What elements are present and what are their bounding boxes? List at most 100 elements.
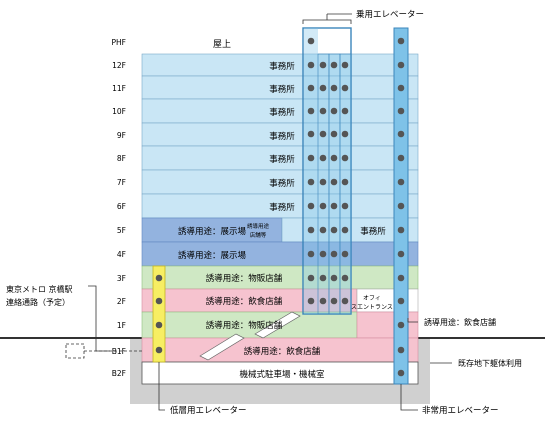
callout-existing-basement: 既存地下躯体利用 bbox=[430, 358, 522, 368]
floor-label-1f: 1F bbox=[117, 321, 126, 330]
emergency-stop-dot bbox=[397, 37, 405, 45]
room-entrance-line1: オフィ bbox=[363, 295, 381, 302]
passenger-stop-dot bbox=[330, 297, 338, 305]
passenger-stop-dot bbox=[319, 226, 327, 234]
low-rise-elevator-stops bbox=[155, 274, 163, 354]
room-office-9: 事務所 bbox=[269, 131, 295, 142]
passenger-stop-dot bbox=[307, 274, 315, 282]
floor-label-8f: 8F bbox=[117, 154, 126, 163]
emergency-elevator-stops bbox=[397, 37, 405, 377]
emergency-stop-dot bbox=[397, 297, 405, 305]
escalator-upper bbox=[254, 311, 301, 339]
passenger-stop-dot bbox=[319, 130, 327, 138]
floor-bands bbox=[141, 53, 419, 385]
room-entrance-line2: スエントランス bbox=[351, 304, 393, 311]
passenger-stop-dot bbox=[319, 178, 327, 186]
passenger-elevator-bank bbox=[302, 27, 352, 315]
low-rise-stop-dot bbox=[155, 346, 163, 354]
floor-label-3f: 3F bbox=[117, 274, 126, 283]
passenger-stop-dot bbox=[341, 154, 349, 162]
callout-emergency-elevator: 非常用エレベーター bbox=[400, 384, 499, 416]
floor-label-phf: PHF bbox=[112, 38, 126, 47]
room-dining-b1: 誘導用途：飲食店舗 bbox=[244, 346, 321, 357]
exhibit-band-4f bbox=[141, 241, 419, 267]
emergency-stop-dot bbox=[397, 84, 405, 92]
office-band-6f bbox=[141, 193, 419, 219]
passenger-stop-dot bbox=[319, 274, 327, 282]
floor-label-11f: 11F bbox=[112, 84, 126, 93]
passenger-stop-dot bbox=[319, 61, 327, 69]
callout-emergency-text: 非常用エレベーター bbox=[422, 405, 499, 416]
passenger-stop-dot bbox=[319, 297, 327, 305]
callout-passenger-text: 乗用エレベーター bbox=[356, 9, 424, 20]
emergency-stop-dot bbox=[397, 178, 405, 186]
escalator-lower bbox=[199, 333, 245, 361]
passenger-elevator-stops bbox=[307, 37, 349, 305]
passenger-stop-dot bbox=[307, 61, 315, 69]
room-office-8: 事務所 bbox=[269, 154, 295, 165]
emergency-stop-dot bbox=[397, 274, 405, 282]
emergency-stop-dot bbox=[397, 61, 405, 69]
callout-low-rise-text: 低層用エレベーター bbox=[170, 405, 247, 416]
room-parking-b2: 機械式駐車場・機械室 bbox=[239, 369, 325, 380]
passenger-stop-dot bbox=[307, 226, 315, 234]
passenger-stop-dot bbox=[319, 202, 327, 210]
emergency-stop-dot bbox=[397, 321, 405, 329]
emergency-stop-dot bbox=[397, 250, 405, 258]
passenger-stop-dot bbox=[319, 154, 327, 162]
passenger-stop-dot bbox=[341, 61, 349, 69]
callout-dining-1f: 誘導用途：飲食店舗 bbox=[407, 317, 496, 327]
floor-label-6f: 6F bbox=[117, 202, 126, 211]
passenger-stop-dot bbox=[307, 297, 315, 305]
passenger-stop-dot bbox=[307, 107, 315, 115]
passenger-stop-dot bbox=[330, 61, 338, 69]
room-dining-2: 誘導用途：飲食店舗 bbox=[206, 296, 283, 307]
callout-passenger-elevator: 乗用エレベーター bbox=[302, 9, 424, 24]
floor-label-12f: 12F bbox=[112, 61, 126, 70]
room-exhibit-4: 誘導用途：展示場 bbox=[178, 250, 247, 261]
passenger-stop-dot bbox=[330, 154, 338, 162]
floor-label-10f: 10F bbox=[112, 107, 126, 116]
escalators bbox=[199, 311, 301, 361]
parking-band-b2f bbox=[141, 361, 419, 385]
low-rise-stop-dot bbox=[155, 274, 163, 282]
callout-tokyo-metro: 東京メトロ 京橋駅 連絡通路（予定） bbox=[6, 284, 142, 359]
passenger-stop-dot bbox=[307, 37, 315, 45]
passenger-stop-dot bbox=[341, 274, 349, 282]
callout-dining-1f-text: 誘導用途：飲食店舗 bbox=[424, 317, 496, 327]
passenger-stop-dot bbox=[307, 202, 315, 210]
room-rooftop: 屋上 bbox=[213, 39, 231, 50]
floor-label-4f: 4F bbox=[117, 250, 126, 259]
low-rise-stop-dot bbox=[155, 297, 163, 305]
emergency-stop-dot bbox=[397, 130, 405, 138]
passenger-stop-dot bbox=[330, 107, 338, 115]
emergency-elevator-shaft bbox=[393, 27, 409, 385]
passenger-stop-dot bbox=[330, 178, 338, 186]
emergency-stop-dot bbox=[397, 369, 405, 377]
passenger-shaft-1 bbox=[304, 28, 318, 314]
passenger-stop-dot bbox=[319, 84, 327, 92]
floor-label-9f: 9F bbox=[117, 131, 126, 140]
passenger-stop-dot bbox=[341, 297, 349, 305]
room-retail-1: 誘導用途：物販店舗 bbox=[206, 320, 283, 331]
emergency-stop-dot bbox=[397, 107, 405, 115]
passenger-stop-dot bbox=[319, 250, 327, 258]
room-office-11: 事務所 bbox=[269, 84, 295, 95]
floor-label-b2f: B2F bbox=[112, 369, 126, 378]
passenger-stop-dot bbox=[341, 178, 349, 186]
passenger-stop-dot bbox=[307, 154, 315, 162]
room-office-7: 事務所 bbox=[269, 178, 295, 189]
office-band-7f bbox=[141, 169, 419, 195]
passenger-stop-dot bbox=[307, 84, 315, 92]
callout-existing-basement-text: 既存地下躯体利用 bbox=[458, 358, 522, 368]
tokyo-metro-line1: 東京メトロ 京橋駅 bbox=[6, 284, 73, 294]
dining-band-1f bbox=[356, 311, 419, 339]
low-rise-stop-dot bbox=[155, 321, 163, 329]
passenger-stop-dot bbox=[307, 130, 315, 138]
low-rise-elevator-shaft bbox=[152, 265, 166, 363]
passenger-stop-dot bbox=[330, 226, 338, 234]
room-office-6: 事務所 bbox=[269, 202, 295, 213]
floor-label-b1f: B1F bbox=[112, 347, 126, 356]
